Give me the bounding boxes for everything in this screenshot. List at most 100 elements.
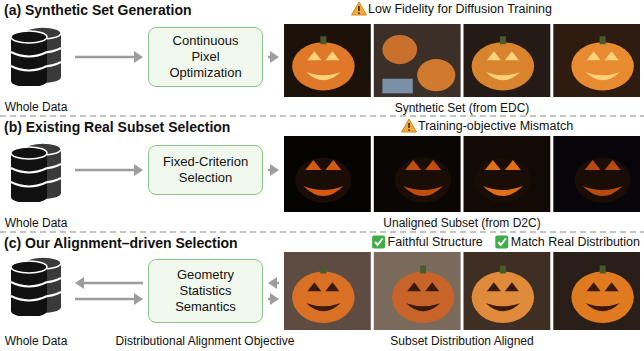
pumpkin-eyes xyxy=(487,51,519,60)
db-band xyxy=(11,296,47,301)
flow-arrow xyxy=(75,277,143,289)
glowing-mouth xyxy=(583,186,623,196)
arrow-shaft xyxy=(75,56,135,59)
image-caption: Unaligned Subset (from D2C) xyxy=(284,216,640,230)
panel-title: (b) Existing Real Subset Selection xyxy=(4,119,230,135)
process-box: Continuous Pixel Optimization xyxy=(148,27,263,87)
whole-data-store: Whole Data xyxy=(2,252,70,348)
arrow-shaft xyxy=(75,169,135,172)
flow-arrow xyxy=(268,164,279,176)
pumpkin xyxy=(472,272,534,323)
db-top xyxy=(11,261,47,273)
warning-icon xyxy=(352,2,367,15)
db-base xyxy=(11,305,47,316)
panel-title: (a) Synthetic Set Generation xyxy=(4,2,191,18)
pumpkin xyxy=(292,272,354,323)
glowing-mouth xyxy=(303,186,343,196)
axis-note: Distributional Alignment Objective xyxy=(116,334,295,348)
check-icon xyxy=(495,236,508,249)
process-box: Fixed-Criterion Selection xyxy=(148,145,263,195)
set-caption: Unaligned Subset (from D2C) xyxy=(284,216,640,230)
photo-background xyxy=(284,252,371,330)
warning-mark xyxy=(408,123,410,128)
pumpkin-shadow xyxy=(395,158,451,203)
image-set: Unaligned Subset (from D2C) xyxy=(284,136,640,230)
image-strip xyxy=(284,136,640,212)
arrow-head xyxy=(134,51,143,63)
pumpkin-mouth xyxy=(586,303,620,311)
pumpkin-eyes xyxy=(487,282,519,291)
check-icon xyxy=(372,236,385,249)
photo-background xyxy=(374,136,461,212)
pumpkin-stem xyxy=(320,36,326,44)
arrow-shaft xyxy=(75,298,135,301)
image-caption: Subset Distribution Aligned xyxy=(284,334,640,348)
warning-icon xyxy=(402,119,417,132)
flow-arrow xyxy=(268,293,279,305)
pumpkin xyxy=(571,42,633,90)
arrow-head xyxy=(134,164,143,176)
photo-background xyxy=(374,24,461,97)
photo-background xyxy=(284,24,371,97)
db-band xyxy=(11,52,47,57)
db-top xyxy=(11,31,47,43)
pumpkin-stem xyxy=(500,36,506,44)
check-note: Match Real Distribution xyxy=(511,235,640,249)
flow-arrow xyxy=(75,164,143,176)
database-icon xyxy=(9,24,63,86)
database-icon xyxy=(9,254,63,316)
process-box: Geometry Statistics Semantics xyxy=(148,259,263,323)
photo-background xyxy=(284,136,371,212)
database-icon xyxy=(9,140,63,202)
pumpkin-stem xyxy=(320,266,326,274)
db-base xyxy=(11,75,47,86)
arrow-head xyxy=(270,51,279,63)
pumpkin-shadow xyxy=(295,158,351,203)
pumpkin-stem xyxy=(600,266,606,274)
store-caption: Whole Data xyxy=(2,216,70,230)
pumpkin-mouth xyxy=(306,72,340,80)
panel-title: (c) Our Alignment–driven Selection xyxy=(4,235,238,251)
photo-background xyxy=(553,24,640,97)
store-label: Whole Data xyxy=(2,334,70,348)
photo-detail xyxy=(382,79,412,94)
pumpkin-eyes xyxy=(587,51,619,60)
store-label: Whole Data xyxy=(2,216,70,230)
image-strip xyxy=(284,252,640,330)
image-caption: Synthetic Set (from EDC) xyxy=(284,101,640,115)
arrow-head xyxy=(75,277,84,289)
flow-arrow xyxy=(268,277,279,289)
warning-dot xyxy=(408,129,410,131)
pumpkin-eyes xyxy=(587,282,619,291)
pumpkin-stem xyxy=(420,266,426,274)
db-band xyxy=(11,168,47,173)
image-set: Synthetic Set (from EDC) xyxy=(284,24,640,115)
pumpkin-mouth xyxy=(406,303,440,311)
set-caption: Synthetic Set (from EDC) xyxy=(284,101,640,115)
set-caption: Subset Distribution Aligned xyxy=(284,334,640,348)
glowing-eyes xyxy=(305,160,341,170)
pumpkin-eyes xyxy=(407,282,439,291)
glowing-eyes xyxy=(585,160,621,170)
check-mark xyxy=(498,239,506,246)
pumpkin-mouth xyxy=(486,303,520,311)
store-caption: Whole Data xyxy=(2,334,70,348)
flow-arrow xyxy=(75,51,143,63)
glowing-eyes xyxy=(485,160,521,170)
warning-dot xyxy=(358,12,360,14)
check-note: Faithful Structure xyxy=(388,235,483,249)
pumpkin xyxy=(417,59,455,91)
pumpkin-eyes xyxy=(307,51,339,60)
warning-note: Low Fidelity for Diffusion Training xyxy=(368,2,552,16)
photo-background xyxy=(374,252,461,330)
panel-divider xyxy=(0,231,644,232)
process-label: Continuous Pixel Optimization xyxy=(163,33,249,81)
glowing-mouth xyxy=(403,186,443,196)
pumpkin xyxy=(292,42,354,90)
arrow-shaft xyxy=(83,282,143,285)
pumpkin-stem xyxy=(500,266,506,274)
arrow-head xyxy=(270,164,279,176)
store-caption: Whole Data xyxy=(2,100,70,114)
photo-background xyxy=(464,252,551,330)
